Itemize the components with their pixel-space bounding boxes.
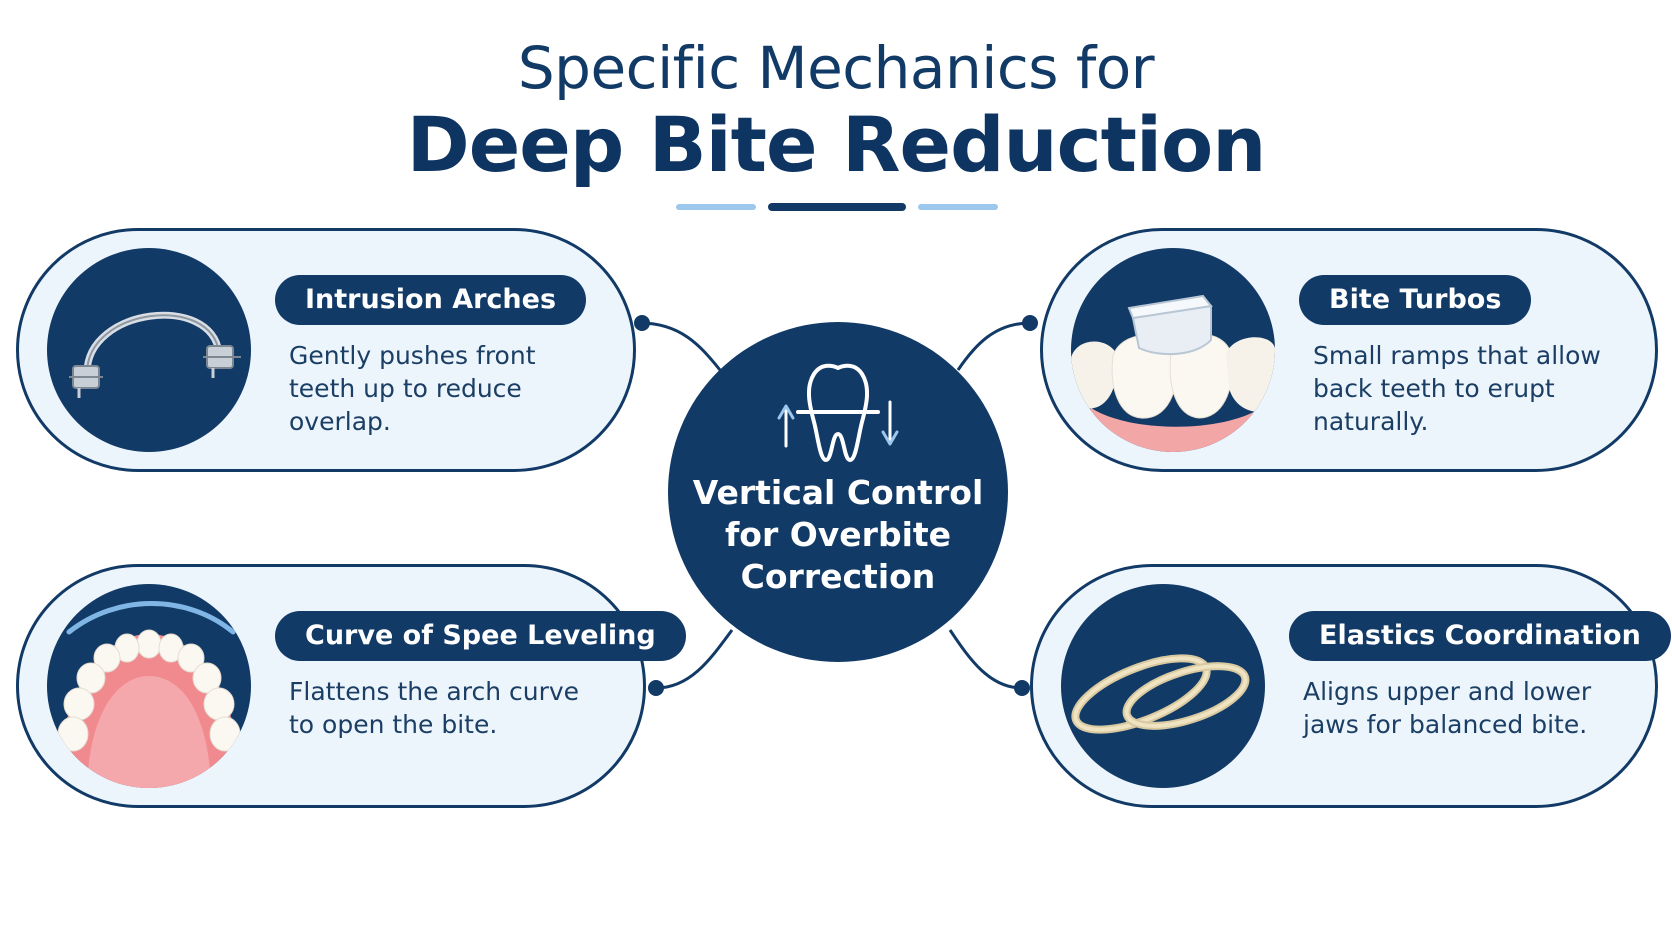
card-description: Gently pushes front teeth up to reduce o…	[289, 341, 536, 436]
card-title: Bite Turbos	[1299, 275, 1532, 325]
divider-right	[918, 204, 998, 210]
card-intrusion-arches: Intrusion Arches Gently pushes front tee…	[16, 228, 636, 472]
tooth-arrows-icon	[777, 363, 899, 462]
card-title: Elastics Coordination	[1289, 611, 1671, 661]
dental-arch-icon	[47, 584, 251, 788]
connector-bottom-right	[948, 629, 1023, 690]
page-title: Deep Bite Reduction	[406, 100, 1267, 189]
card-description: Aligns upper and lower jaws for balanced…	[1303, 677, 1592, 739]
divider-left	[676, 204, 756, 210]
card-title: Curve of Spee Leveling	[275, 611, 686, 661]
card-elastics-coordination: Elastics Coordination Aligns upper and l…	[1030, 564, 1671, 808]
connector-dot-top-right	[1022, 315, 1038, 331]
connector-top-left	[639, 321, 722, 371]
card-bite-turbos: Bite Turbos Small ramps that allow back …	[1040, 228, 1658, 472]
central-hub: Vertical Control for Overbite Correction	[668, 322, 1008, 662]
card-description: Small ramps that allow back teeth to eru…	[1313, 341, 1601, 436]
connector-dot-bottom-right	[1014, 680, 1030, 696]
connector-dot-top-left	[634, 315, 650, 331]
rubber-bands-icon	[1061, 584, 1265, 788]
connector-dot-bottom-left	[648, 680, 664, 696]
card-title: Intrusion Arches	[275, 275, 587, 325]
connector-bottom-left	[655, 629, 734, 690]
divider-center	[768, 203, 906, 211]
connector-top-right	[956, 321, 1031, 371]
bite-turbo-icon	[1071, 248, 1275, 452]
central-label: Vertical Control for Overbite Correction	[692, 473, 984, 596]
title-line-1: Specific Mechanics for	[517, 34, 1155, 102]
card-curve-of-spee-leveling: Curve of Spee Leveling Flattens the arch…	[16, 564, 686, 808]
card-description: Flattens the arch curve to open the bite…	[289, 677, 580, 739]
wire-arch-icon	[47, 248, 251, 452]
